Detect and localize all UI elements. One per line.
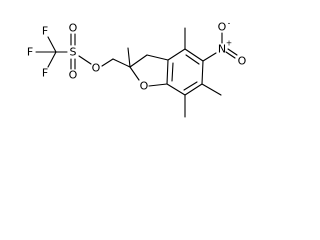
bond-c7a-c3a xyxy=(166,59,169,85)
bond-c4-c5 xyxy=(184,48,204,62)
nitro-oxygen-double-label: O xyxy=(238,55,247,68)
bond-n-o-dbl-a xyxy=(225,51,236,59)
sulfonyl-oxygen-bottom-label: O xyxy=(69,69,78,82)
bond-c2-c3 xyxy=(129,54,148,68)
sulfur-label: S xyxy=(70,46,77,59)
ester-oxygen-label: O xyxy=(92,62,101,75)
bond-s-o-ester xyxy=(78,55,92,65)
nitro-nitrogen-label: N xyxy=(218,43,226,56)
structure-diagram: F F F S O O O O N + O - O xyxy=(27,19,247,118)
bond-n-o-dbl-b xyxy=(227,48,238,56)
bond-c6-c7-inner xyxy=(183,81,198,91)
ring-oxygen-label: O xyxy=(140,80,149,93)
atom-labels: F F F S O O O O N + O - O xyxy=(27,19,247,93)
nitro-oxygen-charge: - xyxy=(228,19,231,28)
bond-ch2-c2 xyxy=(112,58,131,68)
fluorine-left-label: F xyxy=(27,46,33,59)
bond-c7-c7a xyxy=(166,83,186,96)
bond-oring-c7a xyxy=(148,83,168,87)
bond-c2-oring xyxy=(129,66,140,81)
nitro-nitrogen-charge: + xyxy=(226,39,232,48)
nitro-oxygen-negative-label: O xyxy=(218,21,227,34)
bond-c6-c7 xyxy=(184,83,203,96)
molecule-drawing: F F F S O O O O N + O - O xyxy=(27,19,247,118)
fluorine-bottom-label: F xyxy=(42,67,48,80)
bond-c-f-top xyxy=(47,36,57,53)
bond-c6-methyl xyxy=(201,83,222,96)
bond-c3a-c4 xyxy=(167,48,186,61)
bond-c7a-c3a-inner xyxy=(171,62,174,82)
bond-c2-methyl xyxy=(127,47,131,68)
bond-c3-c3a xyxy=(146,54,169,61)
fluorine-top-label: F xyxy=(42,25,48,38)
bond-c4-c5-inner xyxy=(185,54,200,65)
bond-c5-c6 xyxy=(201,60,204,85)
bond-layer xyxy=(35,27,238,118)
bond-o-ch2 xyxy=(101,58,114,67)
bond-c-f-bottom xyxy=(47,51,57,68)
sulfonyl-oxygen-top-label: O xyxy=(69,22,78,35)
bond-c5-nitro xyxy=(202,52,217,62)
